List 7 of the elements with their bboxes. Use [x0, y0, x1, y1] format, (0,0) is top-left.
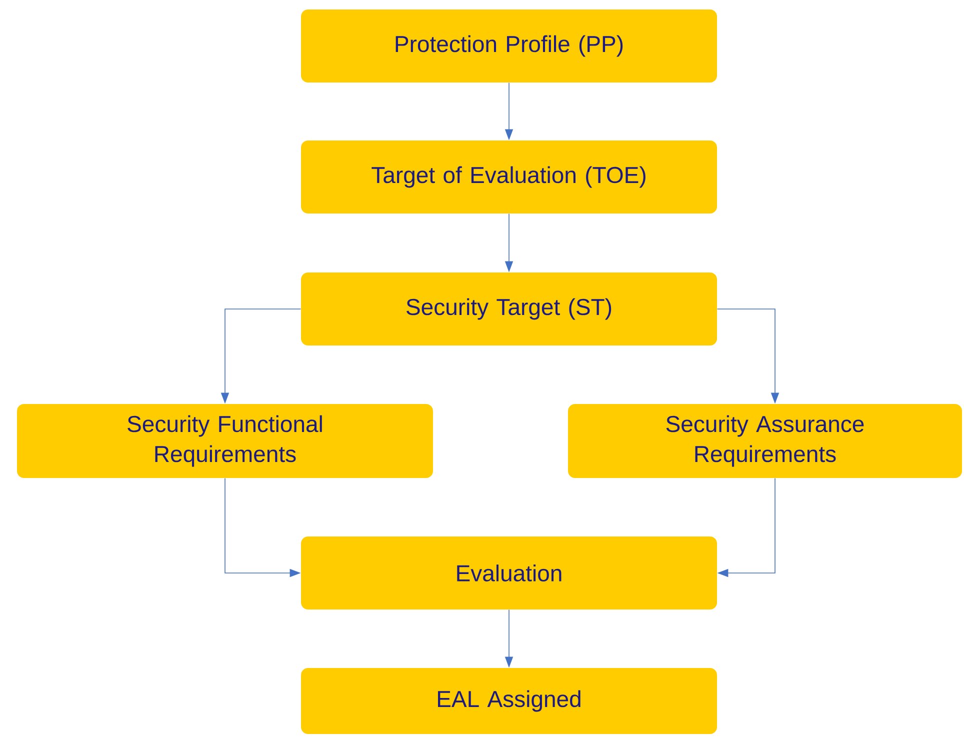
- process-box: Evaluation: [301, 536, 717, 610]
- process-box: Security Target (ST): [301, 272, 717, 346]
- process-box: Target of Evaluation (TOE): [301, 140, 717, 214]
- process-box: Security Assurance Requirements: [568, 404, 962, 478]
- process-box: Security Functional Requirements: [17, 404, 433, 478]
- process-box: Protection Profile (PP): [301, 10, 717, 82]
- process-box: EAL Assigned: [301, 668, 717, 734]
